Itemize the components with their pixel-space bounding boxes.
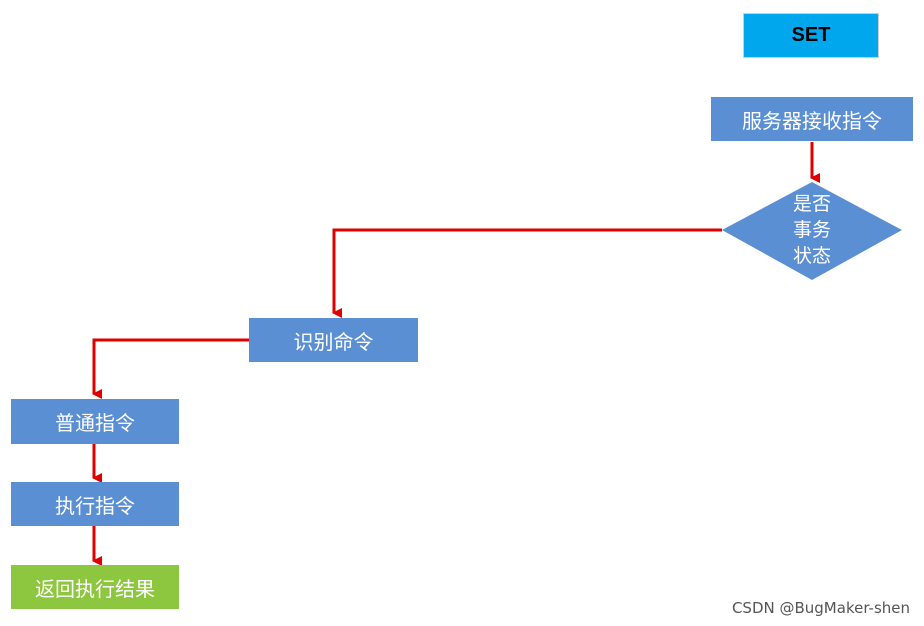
arrow-decision-to-identify <box>332 228 722 318</box>
decision-diamond <box>722 182 902 280</box>
watermark: CSDN @BugMaker-shen <box>731 599 910 617</box>
decision-label: 是否 事务 状态 <box>762 190 862 270</box>
decision-line-2: 事务 <box>792 219 831 241</box>
set-label: SET <box>743 13 879 58</box>
arrow-identify-to-normal <box>92 338 249 399</box>
identify-command-box: 识别命令 <box>249 318 418 362</box>
decision-line-3: 状态 <box>792 245 831 267</box>
execute-command-box: 执行指令 <box>11 482 179 526</box>
decision-line-1: 是否 <box>792 193 831 215</box>
normal-command-box: 普通指令 <box>11 399 179 444</box>
receive-command-box: 服务器接收指令 <box>711 97 913 141</box>
return-result-box: 返回执行结果 <box>11 565 179 609</box>
